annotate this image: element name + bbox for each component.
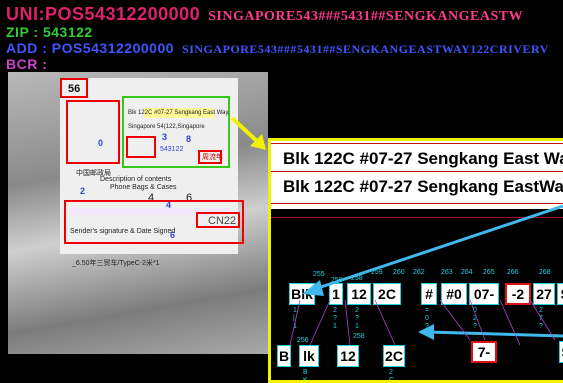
mark-d: 2 — [80, 186, 86, 196]
char-box: 12 — [337, 345, 359, 367]
add-value: POS54312200000 — [51, 40, 175, 56]
declaration-text: Sender's signature & Date Signed — [70, 228, 176, 235]
label-addr-line1: Blk 122C #07-27 Sengkang East Way, — [128, 110, 230, 116]
add-tail: SINGAPORE543###5431##SENGKANGEASTWAY122C… — [182, 42, 549, 56]
top-code-box: 56 — [60, 78, 88, 98]
address-region-box: Blk 122C #07-27 Sengkang East Way, Singa… — [122, 96, 230, 168]
cn22-box: CN22 — [196, 212, 240, 228]
qty-text: 6 — [186, 192, 193, 204]
add-sep: : — [37, 40, 52, 56]
mark-e: 4 — [166, 200, 172, 210]
char-index: 259 — [371, 269, 383, 276]
char-box: -2 — [505, 283, 531, 305]
uni-tail: SINGAPORE543###5431##SENGKANGEASTW — [208, 9, 524, 24]
blue-arrow-head-2 — [418, 324, 434, 340]
footer-code: _6.50年三贸车/TypeC-2米*1 — [72, 260, 160, 267]
char-box: #0 — [441, 283, 467, 305]
char-index: 258 — [353, 333, 365, 340]
zoom-address-line2: Blk 122C #07-27 Sengkang EastWay, — [283, 177, 563, 196]
char-index: 255 — [313, 271, 325, 278]
blue-arrow-head-1 — [302, 280, 324, 296]
mark-a: 0 — [98, 138, 104, 148]
char-index: 263 — [441, 269, 453, 276]
char-index: 266 — [507, 269, 519, 276]
uni-key: UNI — [6, 4, 39, 24]
zoom-address-line1: Blk 122C #07-27 Sengkang East Way, — [283, 149, 563, 168]
zip-sep: : — [29, 24, 43, 40]
char-box: 12 — [347, 283, 371, 305]
char-index: 256 — [297, 337, 309, 344]
blue-arrow-shaft-2 — [427, 330, 563, 338]
char-index: 264 — [461, 269, 473, 276]
char-box: 7- — [471, 341, 497, 363]
uni-value: POS54312200000 — [45, 4, 201, 24]
label-addr-line2: Singapore 54(122,Singapore — [128, 124, 205, 130]
bcr-line: BCR : — [6, 56, 47, 72]
contents-title: Description of contents — [100, 176, 172, 183]
red-stamp-text: 周流年 — [202, 154, 223, 161]
stamp-box — [198, 150, 222, 164]
bcr-sep: : — [37, 56, 48, 72]
label-postcode: 543122 — [160, 146, 184, 153]
char-box: # — [421, 283, 437, 305]
char-box: 27 — [533, 283, 555, 305]
debug-column: 0 2 ? — [473, 307, 477, 330]
weight-text: 4 — [148, 192, 155, 204]
zoom-arrow-head — [250, 134, 266, 150]
debug-column: 2 7 ? — [539, 307, 543, 330]
bcr-key: BCR — [6, 56, 38, 72]
char-index: 260 — [393, 269, 405, 276]
char-index: 258 — [351, 275, 363, 282]
zoom-arrow-shaft — [230, 116, 260, 144]
char-box: Se — [557, 283, 563, 305]
char-box: B — [277, 345, 291, 367]
uni-sep: : — [38, 4, 45, 24]
zip-key: ZIP — [6, 24, 30, 40]
char-index: 262 — [413, 269, 425, 276]
debug-column: = 0 ? — [425, 307, 430, 330]
mark-c: 8 — [186, 134, 192, 144]
zoom-text-strip — [271, 141, 563, 209]
contents-value: Phone Bags & Cases — [110, 184, 177, 191]
top-code-text: 56 — [68, 83, 81, 95]
debug-column: 2 ? 1 — [333, 307, 337, 330]
mark-f: 6 — [170, 230, 176, 240]
declaration-box: Sender's signature & Date Signed 4 — [64, 200, 244, 244]
cn22-text: CN22 — [208, 215, 237, 227]
char-box: S — [559, 341, 563, 363]
add-key: ADD — [6, 40, 38, 56]
char-box: 2C — [373, 283, 401, 305]
debug-column: 2 ? 1 — [355, 307, 359, 330]
debug-column: 1 | 1 — [293, 307, 297, 330]
recipient-box: 0 — [66, 100, 120, 164]
zip-value: 543122 — [42, 24, 93, 40]
char-box: 07- — [469, 283, 499, 305]
debug-connectors — [289, 299, 556, 346]
mark-b: 3 — [162, 132, 168, 142]
zip-line: ZIP : 543122 — [6, 24, 93, 40]
char-index: 265 — [483, 269, 495, 276]
uni-line: UNI : POS54312200000 SINGAPORE543###5431#… — [6, 4, 523, 25]
char-box: 2C — [383, 345, 405, 367]
add-line: ADD : POS54312200000 SINGAPORE543###5431#… — [6, 40, 549, 57]
blue-arrow-shaft-1 — [311, 204, 563, 292]
address-inner-box — [126, 136, 156, 158]
sender-text: 中国邮政局 — [76, 170, 111, 177]
char-box: lk — [299, 345, 319, 367]
char-index: 268 — [539, 269, 551, 276]
